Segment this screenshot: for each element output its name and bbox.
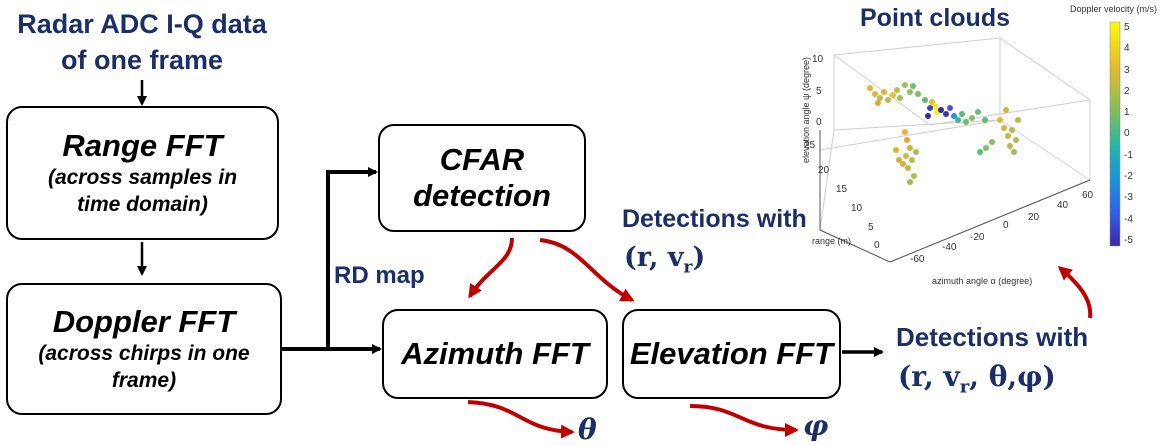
azimuth-tick: -60 bbox=[910, 254, 925, 265]
cfar-box: CFAR detection bbox=[378, 124, 586, 232]
colorbar-tick: -1 bbox=[1124, 149, 1133, 161]
detections-full-open: (r, v bbox=[898, 360, 960, 393]
range-fft-sub2: time domain) bbox=[77, 192, 208, 216]
doppler-fft-box: Doppler FFT (across chirps in one frame) bbox=[6, 283, 282, 415]
range-tick: 25 bbox=[804, 140, 816, 151]
doppler-fft-sub2: frame) bbox=[111, 368, 177, 392]
range-fft-box: Range FFT (across samples in time domain… bbox=[6, 106, 279, 240]
cfar-line2: detection bbox=[413, 178, 551, 213]
point-cloud-title: Point clouds bbox=[860, 4, 1010, 32]
colorbar-tick: -2 bbox=[1124, 171, 1133, 183]
range-tick: 5 bbox=[868, 222, 874, 233]
colorbar-tick: 3 bbox=[1124, 64, 1130, 76]
red-arrow-output-to-pointcloud bbox=[1057, 266, 1093, 319]
detections-full-rest: , θ,φ) bbox=[969, 360, 1056, 393]
z-tick: 0 bbox=[816, 117, 822, 128]
detections-rv-math: (r, vr) bbox=[624, 242, 705, 277]
azimuth-tick: -40 bbox=[942, 242, 957, 253]
range-axis-label: range (m) bbox=[812, 236, 852, 246]
range-tick: 15 bbox=[836, 184, 848, 195]
detections-rv-open: (r, v bbox=[624, 242, 684, 273]
colorbar-tick: 1 bbox=[1124, 107, 1130, 119]
azimuth-tick: 20 bbox=[1028, 212, 1040, 223]
doppler-fft-sub1: (across chirps in one bbox=[38, 341, 250, 365]
detections-full-sub: r bbox=[959, 376, 970, 398]
azimuth-tick: -20 bbox=[970, 232, 985, 243]
z-tick: 10 bbox=[812, 54, 824, 65]
arrow-doppler-to-cfar bbox=[326, 167, 378, 349]
red-arrow-azimuth-to-theta bbox=[467, 400, 575, 439]
colorbar-tick: -5 bbox=[1124, 234, 1133, 246]
detections-full-math: (r, vr, θ,φ) bbox=[898, 360, 1056, 398]
elevation-fft-title: Elevation FFT bbox=[629, 336, 834, 372]
colorbar-tick: -4 bbox=[1124, 213, 1133, 225]
input-label-line1: Radar ADC I-Q data bbox=[17, 9, 267, 39]
colorbar-tick: 4 bbox=[1124, 43, 1130, 55]
input-label: Radar ADC I-Q data of one frame bbox=[4, 6, 280, 78]
azimuth-fft-box: Azimuth FFT bbox=[382, 309, 608, 399]
colorbar-ticks: 5 4 3 2 1 0 -1 -2 -3 -4 -5 bbox=[1124, 22, 1144, 246]
detections-rv-sub: r bbox=[683, 257, 693, 278]
detections-rv-close: ) bbox=[692, 242, 706, 273]
detections-full-title: Detections with bbox=[896, 322, 1089, 352]
range-tick: 20 bbox=[818, 165, 830, 176]
elevation-fft-box: Elevation FFT bbox=[622, 309, 841, 399]
range-tick: 10 bbox=[851, 203, 863, 214]
azimuth-fft-title: Azimuth FFT bbox=[401, 336, 589, 372]
rd-map-label: RD map bbox=[334, 262, 425, 289]
azimuth-tick: 60 bbox=[1082, 190, 1094, 201]
azimuth-tick: 0 bbox=[1003, 220, 1009, 231]
azimuth-tick: 40 bbox=[1057, 200, 1069, 211]
red-arrow-elevation-to-phi bbox=[689, 404, 799, 437]
theta-output: θ bbox=[578, 413, 597, 446]
colorbar-tick: 5 bbox=[1124, 22, 1130, 33]
z-axis-label: elevation angle ψ (degree) bbox=[801, 57, 811, 163]
range-fft-title: Range FFT bbox=[62, 127, 223, 163]
phi-output: φ bbox=[803, 409, 829, 442]
detections-rv-title: Detections with bbox=[622, 205, 807, 233]
colorbar-label: Doppler velocity (m/s) bbox=[1070, 4, 1158, 14]
colorbar-tick: 2 bbox=[1124, 85, 1130, 97]
azimuth-axis-label: azimuth angle α (degree) bbox=[932, 276, 1033, 286]
doppler-fft-title: Doppler FFT bbox=[52, 303, 236, 339]
range-fft-sub1: (across samples in bbox=[47, 165, 238, 189]
red-arrow-cfar-to-azimuth bbox=[468, 237, 514, 299]
colorbar-tick: 0 bbox=[1124, 128, 1130, 140]
z-tick: 5 bbox=[816, 86, 822, 97]
red-arrow-cfar-to-elevation bbox=[539, 238, 635, 302]
colorbar-tick: -3 bbox=[1124, 192, 1133, 204]
range-tick: 0 bbox=[874, 240, 880, 251]
cfar-line1: CFAR bbox=[439, 142, 525, 178]
input-label-line2: of one frame bbox=[60, 45, 224, 75]
